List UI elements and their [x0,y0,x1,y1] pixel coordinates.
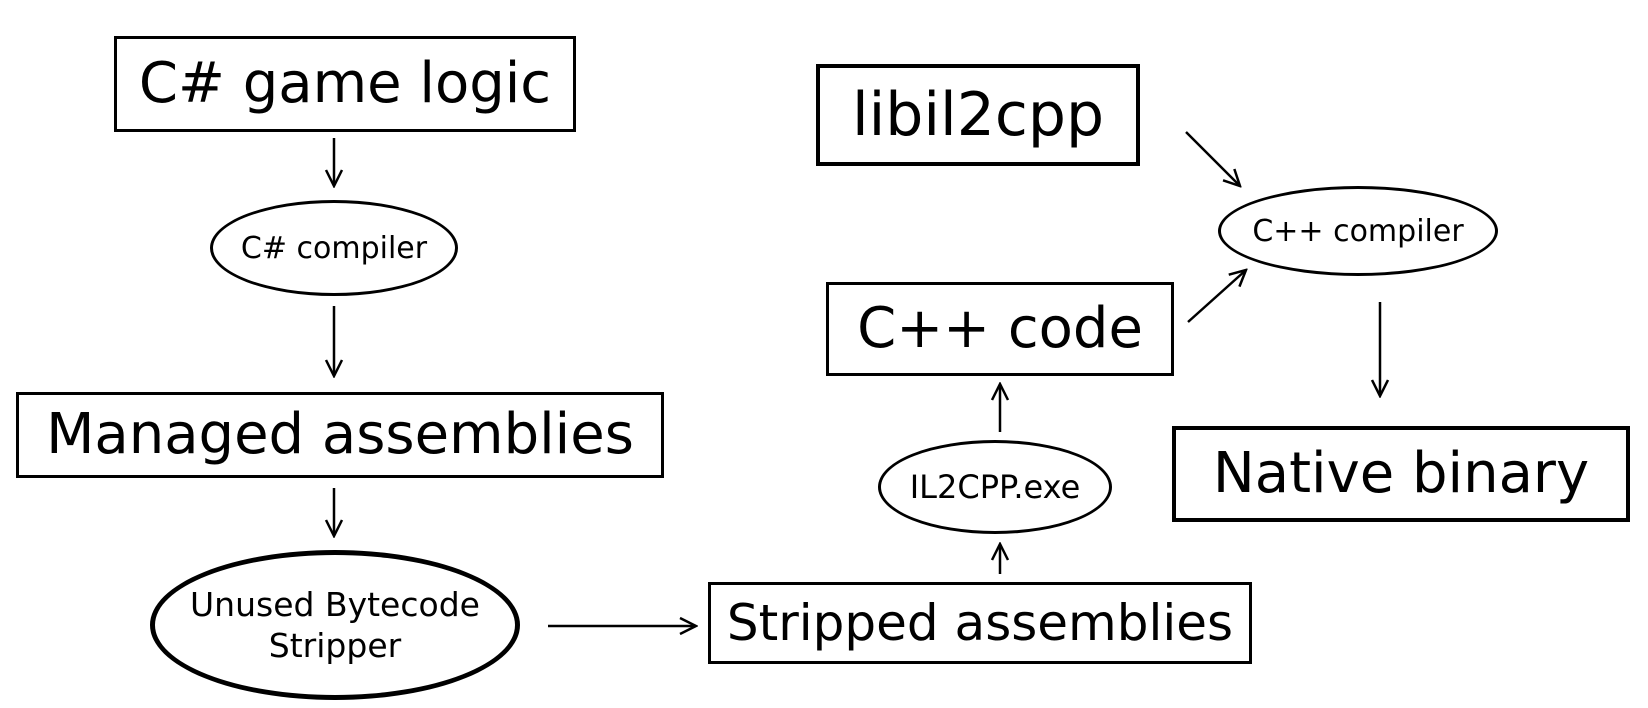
node-libil2cpp-label: libil2cpp [851,80,1105,150]
node-cpp-code: C++ code [826,282,1174,376]
node-managed-assemblies: Managed assemblies [16,392,664,478]
node-cpp-code-label: C++ code [857,296,1143,361]
node-csharp-compiler: C# compiler [210,200,458,296]
node-il2cpp-exe: IL2CPP.exe [878,440,1112,534]
node-unused-bytecode-stripper-line1: Unused Bytecode [190,584,480,624]
node-csharp-compiler-label: C# compiler [240,230,428,266]
node-csharp-game-logic: C# game logic [114,36,576,132]
node-cpp-compiler-label: C++ compiler [1252,213,1464,249]
node-il2cpp-exe-label: IL2CPP.exe [909,468,1081,506]
node-native-binary: Native binary [1172,426,1630,522]
node-libil2cpp: libil2cpp [816,64,1140,166]
node-unused-bytecode-stripper: Unused Bytecode Stripper [150,550,520,700]
node-csharp-game-logic-label: C# game logic [138,51,552,116]
node-cpp-compiler: C++ compiler [1218,186,1498,276]
arrow-cpp-code-to-cpp-compiler [1187,270,1246,323]
node-native-binary-label: Native binary [1212,441,1590,506]
node-stripped-assemblies: Stripped assemblies [708,582,1252,664]
node-stripped-assemblies-label: Stripped assemblies [726,594,1234,652]
node-unused-bytecode-stripper-line2: Stripper [268,626,402,665]
arrow-libil2cpp-to-cpp-compiler [1185,131,1240,186]
node-managed-assemblies-label: Managed assemblies [46,402,634,467]
